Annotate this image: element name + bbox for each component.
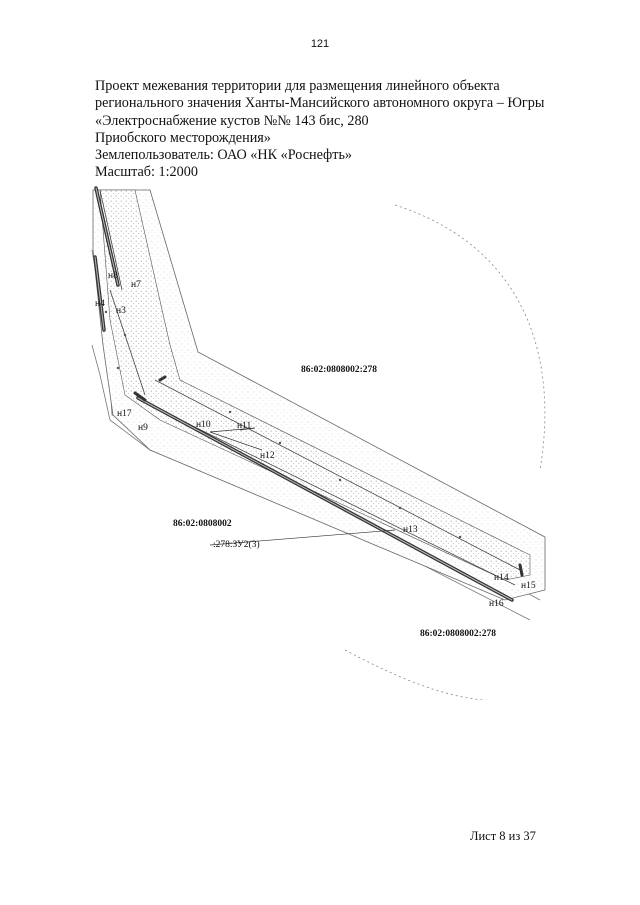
- map-svg: н8 н7 н4 н3 н17 н9 н10 н11 н12 н13 н14 н…: [91, 186, 546, 702]
- header-line-5: Землепользователь: ОАО «НК «Роснефть»: [95, 147, 353, 164]
- point-label-n13: н13: [403, 525, 418, 535]
- survey-points: [104, 310, 462, 539]
- point-label-n11: н11: [237, 421, 251, 431]
- survey-map: н8 н7 н4 н3 н17 н9 н10 н11 н12 н13 н14 н…: [0, 180, 640, 702]
- point-label-n16: н16: [489, 599, 504, 609]
- parcel-inner-lines: [99, 189, 521, 586]
- linear-object-line: [93, 186, 524, 602]
- point-label-n14: н14: [494, 573, 509, 583]
- leader-lines: [209, 427, 396, 546]
- parcel-label-lower: 86:02:0808002:278: [420, 629, 496, 639]
- point-label-n3: н3: [116, 306, 126, 316]
- header-line-6: Масштаб: 1:2000: [95, 164, 198, 181]
- point-label-n15: н15: [521, 581, 536, 591]
- header-line-3: «Электроснабжение кустов №№ 143 бис, 280: [95, 112, 369, 129]
- header-line-2: регионального значения Ханты-Мансийского…: [95, 95, 545, 112]
- parcel-label-main: 86:02:0808002:278: [301, 365, 377, 375]
- page-number: 121: [310, 38, 330, 50]
- parcel-label-zu: :278:ЗУ2(3): [213, 539, 260, 550]
- header-line-1: Проект межевания территории для размещен…: [95, 78, 500, 94]
- point-label-n9: н9: [138, 423, 148, 433]
- point-label-n7: н7: [131, 280, 141, 290]
- header-line-4: Приобского месторождения»: [95, 129, 271, 146]
- point-label-n12: н12: [260, 451, 275, 461]
- corridor-band: [92, 189, 546, 601]
- point-label-n17: н17: [117, 409, 132, 419]
- parcel-boundary-arc-lower: [344, 649, 521, 702]
- sheet-footer: Лист 8 из 37: [470, 829, 536, 843]
- parcel-label-block: 86:02:0808002: [173, 519, 232, 529]
- point-label-n4: н4: [95, 299, 105, 309]
- point-label-n10: н10: [196, 420, 211, 430]
- document-header: Проект межевания территории для размещен…: [95, 78, 565, 182]
- parcel-boundary-arc: [394, 204, 546, 471]
- point-label-n8: н8: [108, 271, 118, 281]
